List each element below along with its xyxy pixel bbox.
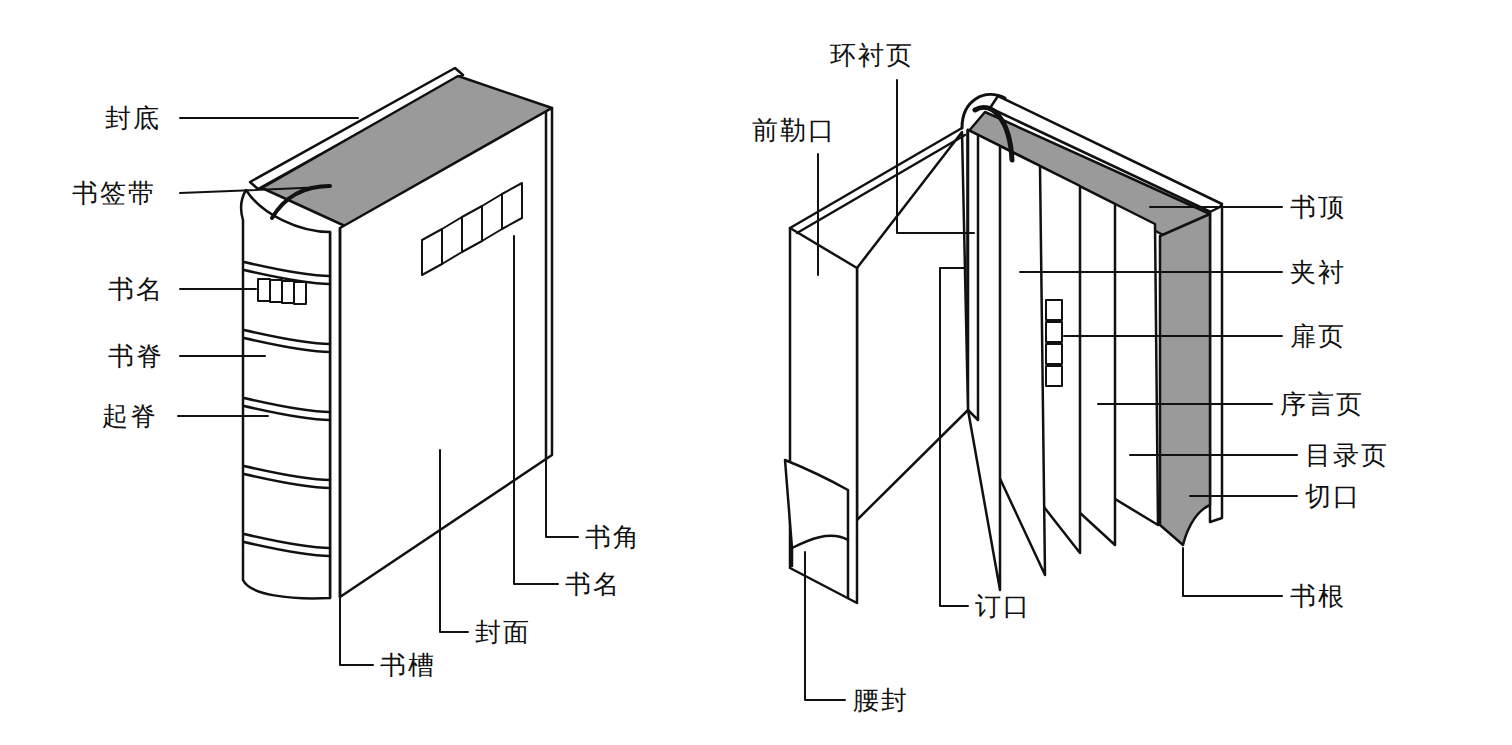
spine-band (244, 406, 330, 420)
title-box (258, 279, 270, 301)
leader-line (178, 415, 268, 417)
leader-line (1183, 548, 1282, 596)
open-book (785, 95, 1222, 603)
belly-band-fold (792, 540, 848, 598)
leader-lines (178, 80, 1297, 700)
part-label: 书角 (585, 520, 641, 554)
leader-line (897, 80, 974, 233)
leader-line (1150, 206, 1282, 208)
part-label: 书名 (108, 272, 164, 306)
part-label: 腰封 (853, 683, 909, 717)
part-label: 扉页 (1290, 319, 1346, 353)
title-box (422, 229, 442, 275)
page (968, 130, 1000, 590)
leader-line (180, 117, 358, 119)
part-label: 前勒口 (752, 113, 836, 147)
part-label: 切口 (1305, 479, 1361, 513)
title-box (1046, 344, 1062, 364)
part-label: 封面 (475, 615, 531, 649)
board-edge (1210, 206, 1222, 522)
leader-line (805, 552, 845, 700)
belly-band (785, 460, 848, 548)
part-label: 环衬页 (830, 38, 914, 72)
part-label: 书顶 (1290, 190, 1346, 224)
title-box (270, 280, 282, 302)
part-label: 封底 (105, 101, 161, 135)
spine-band (244, 474, 330, 488)
title-box (442, 217, 462, 264)
cover-edge (797, 135, 965, 233)
spine-band (244, 542, 330, 556)
spine-band (244, 338, 330, 352)
leader-line (817, 154, 819, 275)
board-edge (545, 112, 548, 459)
leader-line (1064, 335, 1282, 337)
title-box (282, 281, 294, 303)
page (968, 130, 978, 420)
title-box (1046, 322, 1062, 342)
part-label: 书脊 (108, 339, 164, 373)
part-label: 书名 (565, 567, 621, 601)
leader-line (180, 288, 256, 290)
title-box (294, 282, 306, 304)
spine (241, 190, 330, 598)
front-cover (340, 108, 552, 597)
title-page-boxes (1046, 300, 1062, 386)
leader-line (180, 187, 326, 193)
part-label: 订口 (975, 589, 1031, 623)
part-label: 书根 (1290, 579, 1346, 613)
spine-top (962, 95, 1005, 128)
title-box (462, 206, 482, 252)
bookmark-ribbon (975, 107, 1012, 160)
closed-book (241, 68, 552, 598)
front-cover-inside (857, 132, 968, 520)
leader-line (940, 268, 968, 606)
leader-line (1020, 271, 1282, 273)
part-label: 夹衬 (1290, 255, 1346, 289)
headband (272, 186, 330, 218)
part-label: 起脊 (102, 399, 158, 433)
groove-line (339, 228, 342, 597)
leader-line (1098, 403, 1272, 405)
part-label: 书槽 (380, 648, 436, 682)
part-label: 序言页 (1280, 387, 1364, 421)
title-box (1046, 300, 1062, 320)
leader-line (546, 458, 578, 537)
part-label: 书签带 (72, 176, 156, 210)
title-box (482, 194, 502, 241)
leader-line (440, 450, 468, 632)
leader-line (340, 598, 373, 665)
leader-line (1190, 495, 1297, 497)
title-box (1046, 366, 1062, 386)
part-label: 目录页 (1305, 438, 1389, 472)
leader-line (514, 236, 558, 584)
front-flap (790, 228, 857, 603)
leader-line (180, 355, 265, 357)
cover-title-boxes (422, 183, 522, 275)
spine-title-boxes (258, 279, 306, 304)
title-box (502, 183, 522, 229)
leader-line (1130, 454, 1297, 456)
